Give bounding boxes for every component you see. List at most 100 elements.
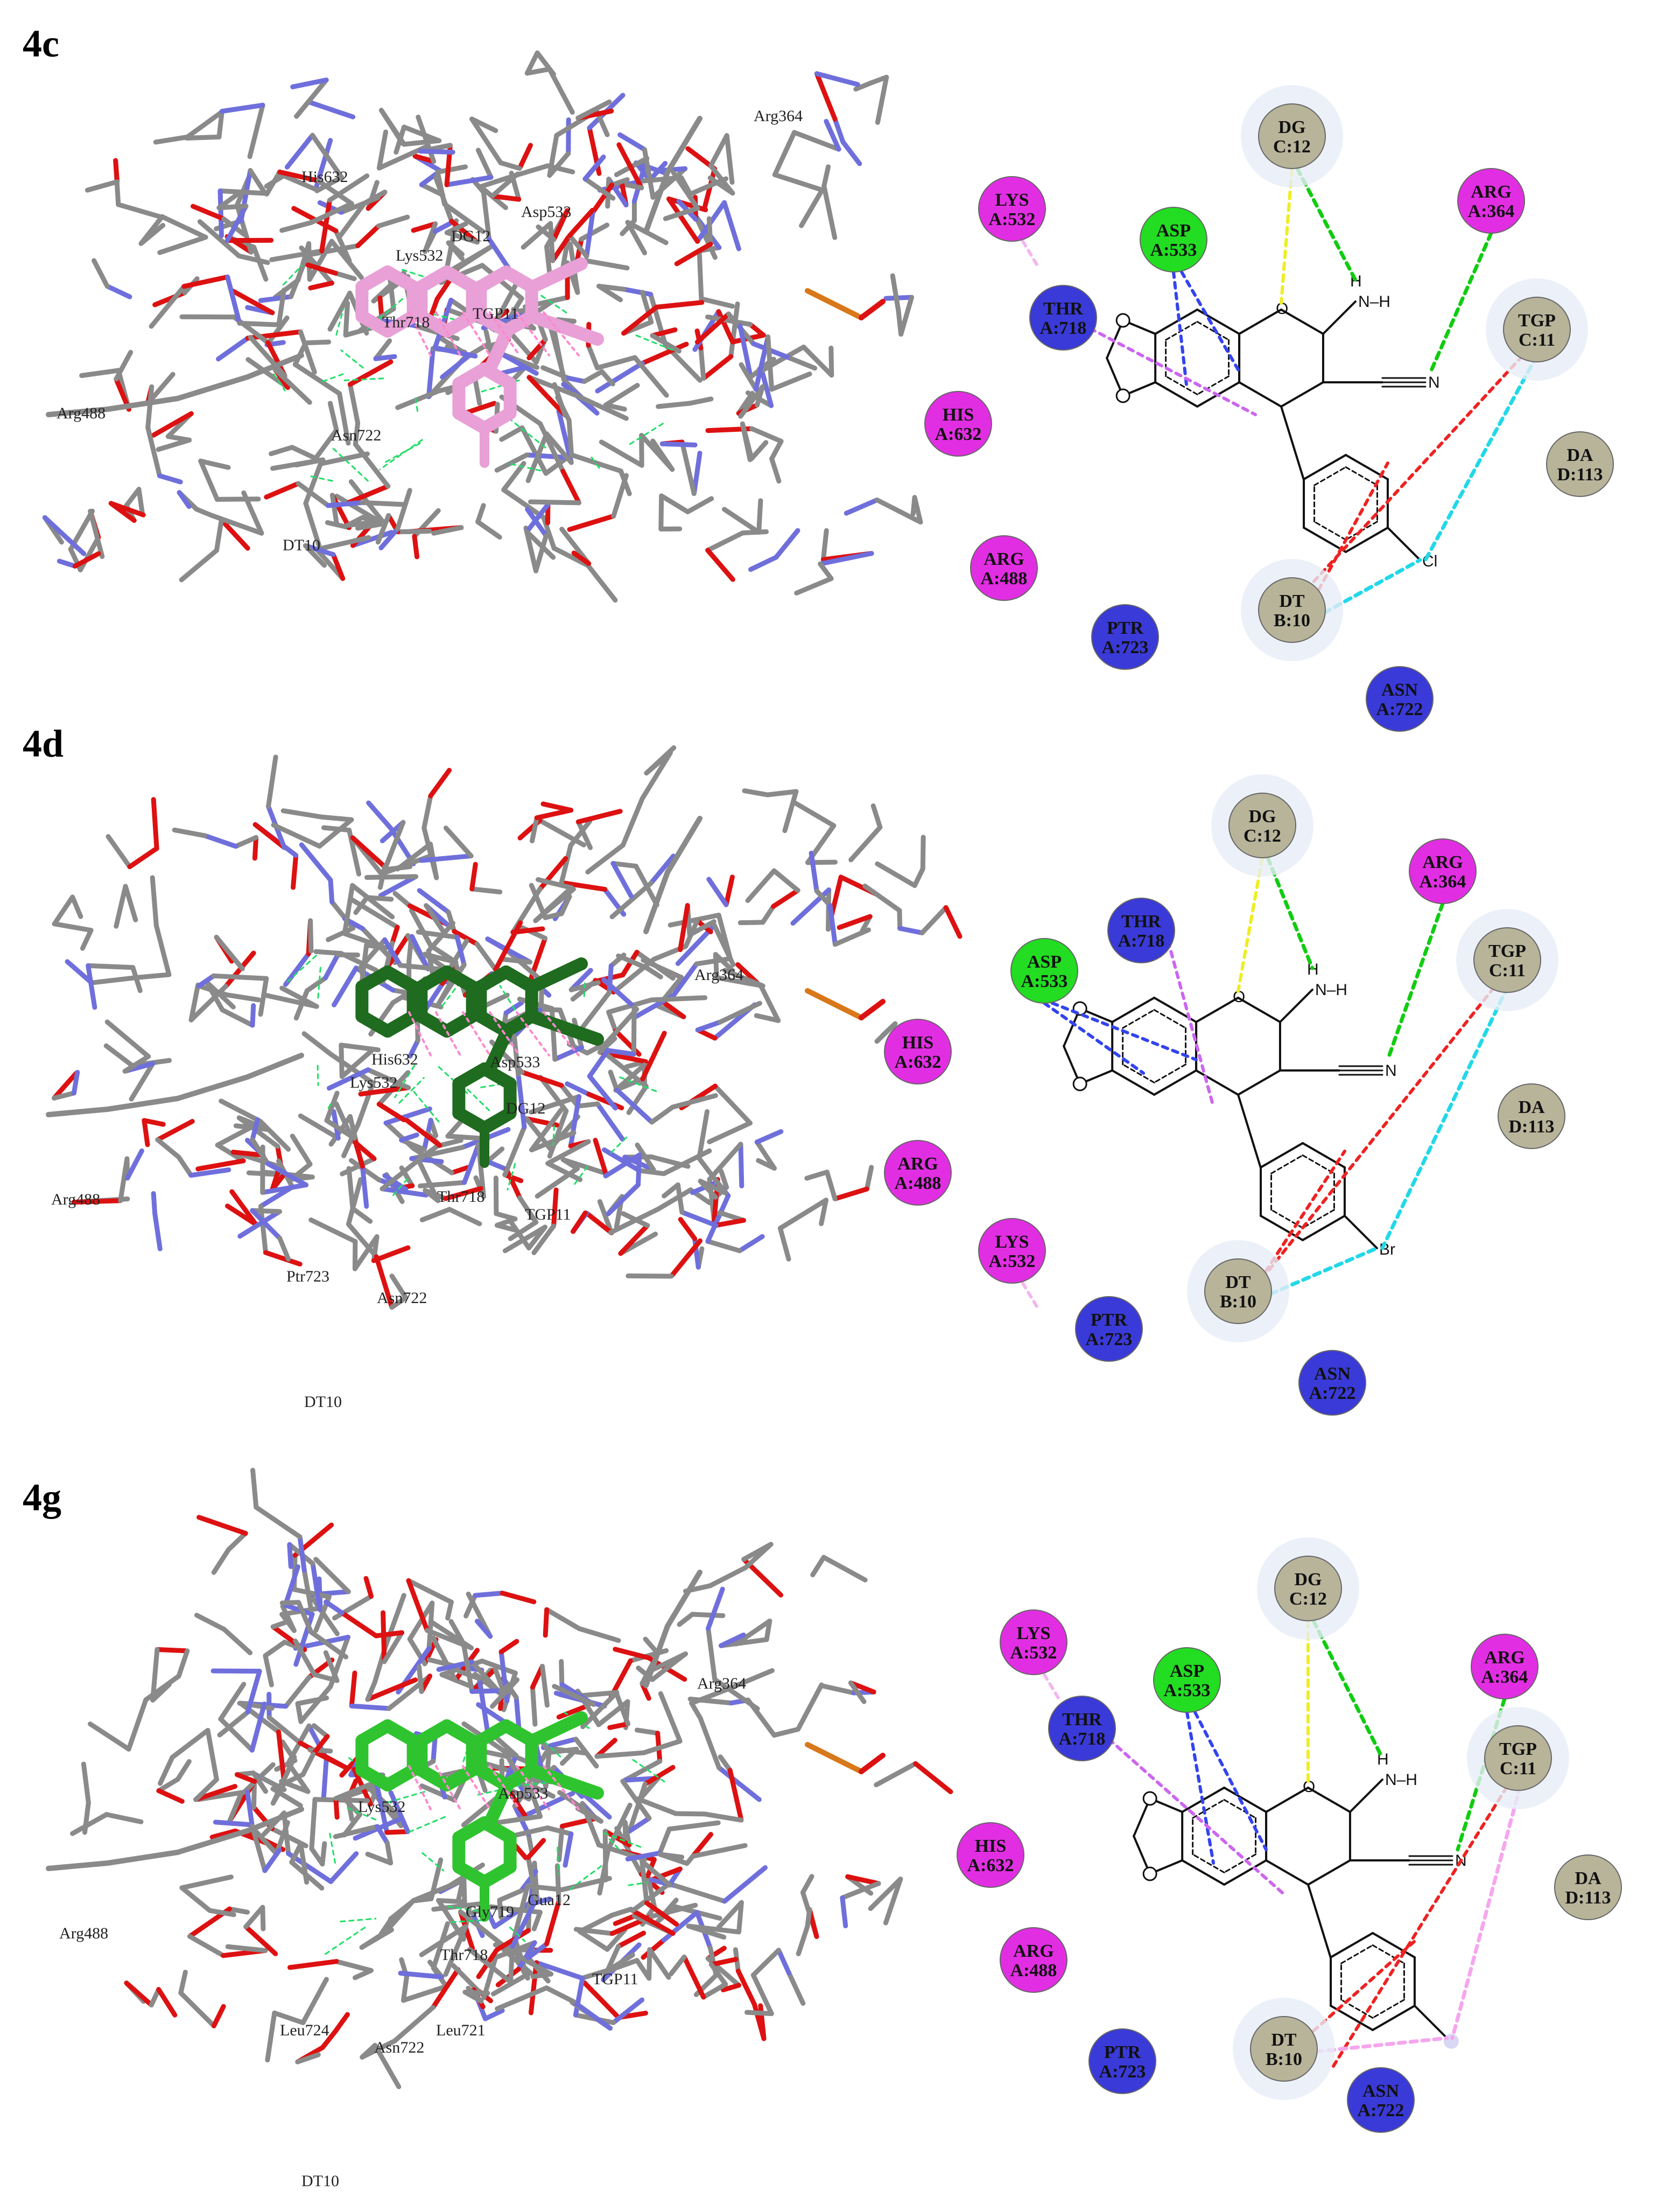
protein-stick <box>621 1211 650 1228</box>
protein-stick <box>313 1557 351 1594</box>
protein-stick <box>898 295 914 337</box>
protein-stick <box>219 517 250 551</box>
protein-stick <box>281 173 318 192</box>
protein-stick <box>124 487 142 508</box>
protein-stick <box>124 1980 154 2008</box>
protein-stick <box>103 1043 135 1068</box>
protein-stick <box>347 359 394 387</box>
protein-stick <box>668 1954 687 1977</box>
residue-circle <box>1204 1258 1272 1324</box>
protein-stick <box>170 1727 210 1760</box>
residue-chain: C:12 <box>1244 826 1281 846</box>
protein-stick <box>645 1873 657 1909</box>
bond <box>1111 997 1156 1023</box>
protein-stick <box>412 534 420 559</box>
protein-stick <box>85 179 120 193</box>
protein-stick <box>818 561 834 582</box>
protein-stick <box>601 1147 642 1173</box>
protein-stick <box>630 1908 676 1936</box>
protein-stick <box>526 375 568 418</box>
protein-stick <box>237 1209 282 1239</box>
protein-stick <box>539 1664 550 1708</box>
protein-stick <box>824 118 841 152</box>
protein-stick <box>392 2005 435 2043</box>
protein-stick <box>303 339 332 346</box>
protein-stick <box>627 1781 648 1834</box>
protein-stick <box>657 1852 690 1866</box>
residue-chain: C:12 <box>1289 1589 1327 1609</box>
protein-stick <box>250 1003 256 1028</box>
protein-stick <box>493 1940 537 1960</box>
protein-stick <box>557 1790 603 1824</box>
protein-stick <box>497 1888 524 1903</box>
h-bond-dash <box>385 442 423 463</box>
protein-stick <box>329 493 339 525</box>
protein-stick <box>607 963 614 995</box>
protein-stick <box>559 880 608 892</box>
protein-stick <box>621 286 654 297</box>
protein-stick <box>46 407 110 417</box>
protein-stick <box>214 517 224 553</box>
protein-stick <box>296 481 331 508</box>
protein-stick <box>367 1786 404 1821</box>
protein-stick <box>487 1814 543 1826</box>
residue-name: ASP <box>1170 1661 1204 1681</box>
interaction-blue <box>1051 1002 1198 1061</box>
protein-stick <box>502 1124 527 1178</box>
residue-chain: A:533 <box>1021 971 1068 991</box>
protein-stick <box>357 937 388 970</box>
residue-bubble: DTB:10 <box>1241 559 1343 661</box>
protein-stick <box>80 928 94 951</box>
protein-stick <box>636 1168 666 1177</box>
label-3d: DG12 <box>451 227 490 245</box>
protein-stick <box>764 1618 772 1642</box>
protein-stick <box>630 1880 674 1913</box>
protein-stick <box>695 1019 723 1033</box>
h-bond-dash <box>335 308 345 336</box>
protein-stick <box>694 956 733 967</box>
protein-stick <box>227 1791 244 1823</box>
label-3d: Gua12 <box>528 1891 571 1909</box>
amine-label: N–H <box>1385 1771 1417 1789</box>
bond <box>1181 1859 1226 1886</box>
protein-stick <box>78 535 101 572</box>
h-bond-dash <box>476 1787 509 1796</box>
aromatic-bond <box>1122 1009 1155 1029</box>
protein-stick <box>804 1170 830 1181</box>
protein-stick <box>870 803 883 830</box>
protein-stick <box>307 1747 333 1754</box>
protein-stick <box>736 1900 744 1935</box>
pi-dash <box>489 311 521 356</box>
protein-stick <box>508 1220 531 1251</box>
protein-stick <box>365 1851 394 1866</box>
residue-circle <box>1503 297 1571 362</box>
residue-circle <box>1498 1083 1565 1149</box>
label-3d: Leu724 <box>280 2021 329 2039</box>
protein-stick <box>627 1816 652 1834</box>
label-3d: Asp533 <box>490 1053 540 1071</box>
protein-stick <box>156 1776 180 1794</box>
h-bond-dash <box>408 1815 448 1833</box>
protein-stick <box>254 1504 303 1539</box>
protein-stick <box>443 825 474 859</box>
protein-stick <box>480 1658 518 1676</box>
protein-stick <box>548 221 556 263</box>
residue-circle <box>924 391 992 457</box>
protein-stick <box>567 513 616 532</box>
residue-bubble: DTB:10 <box>1187 1240 1289 1342</box>
label-3d: Thr718 <box>440 1946 488 1964</box>
protein-stick <box>531 1909 543 1931</box>
protein-stick <box>571 1999 613 2031</box>
protein-stick <box>526 1831 535 1854</box>
protein-stick <box>698 345 706 381</box>
protein-stick <box>193 1777 219 1802</box>
bond <box>1237 1069 1281 1096</box>
protein-stick <box>221 1627 253 1655</box>
pi-dash <box>462 1765 491 1810</box>
interaction-blue <box>1043 1002 1146 1075</box>
protein-stick <box>339 1042 345 1079</box>
protein-stick <box>567 233 589 259</box>
h-bond-dash <box>583 982 586 1001</box>
label-3d: Arg364 <box>697 1675 746 1692</box>
